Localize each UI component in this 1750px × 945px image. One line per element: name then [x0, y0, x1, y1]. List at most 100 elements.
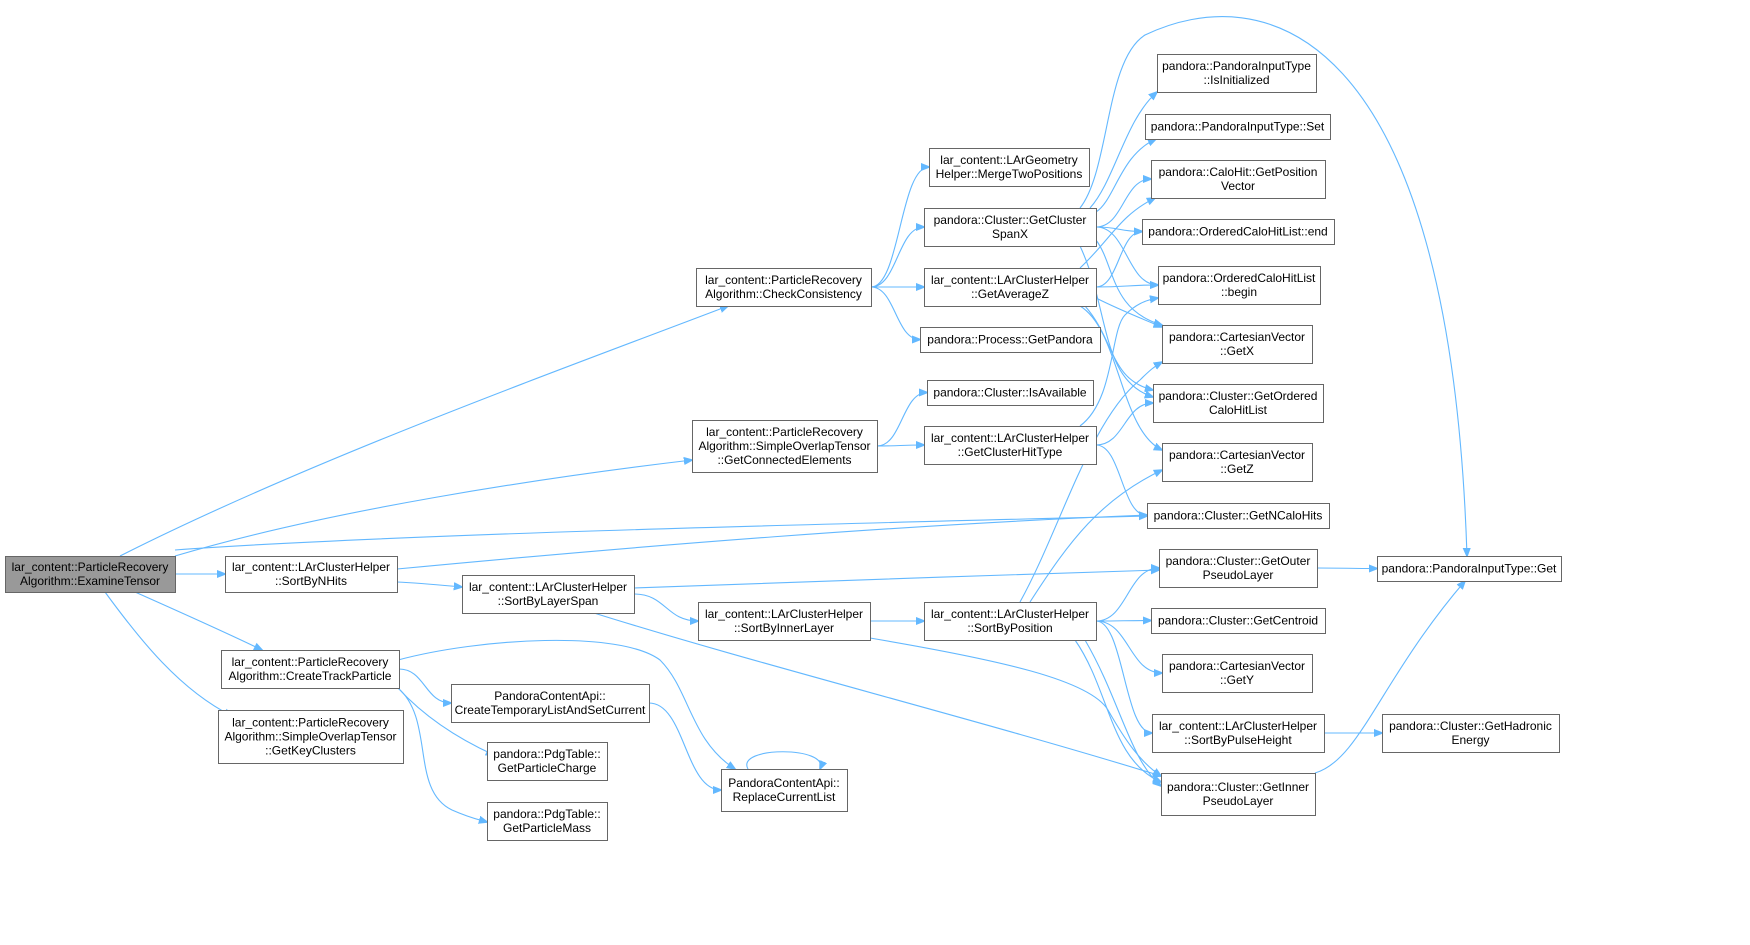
edge-path [397, 687, 487, 822]
node-sortinner[interactable]: lar_content::LArClusterHelper::SortByInn… [698, 602, 871, 641]
node-label-line: ::GetConnectedElements [717, 453, 851, 467]
node-end[interactable]: pandora::OrderedCaloHitList::end [1142, 219, 1335, 245]
node-centroid[interactable]: pandora::Cluster::GetCentroid [1151, 608, 1326, 634]
node-label-line: ::GetX [1220, 344, 1254, 358]
node-box [218, 710, 404, 764]
edge-replace-to-replace [746, 751, 821, 769]
node-getkey[interactable]: lar_content::ParticleRecoveryAlgorithm::… [218, 710, 404, 764]
node-label-line: ::GetAverageZ [971, 287, 1049, 301]
node-merge[interactable]: lar_content::LArGeometryHelper::MergeTwo… [929, 148, 1090, 187]
node-pulse[interactable]: lar_content::LArClusterHelper::SortByPul… [1152, 714, 1325, 753]
node-isavail[interactable]: pandora::Cluster::IsAvailable [927, 380, 1094, 406]
node-label-line: lar_content::LArClusterHelper [931, 607, 1089, 621]
edge-inner-to-get [1314, 581, 1465, 774]
edge-path [648, 702, 721, 790]
edge-sortpos-to-pulse [1095, 620, 1152, 733]
node-isinit[interactable]: pandora::PandoraInputType::IsInitialized [1157, 54, 1317, 93]
edge-path [1019, 362, 1162, 603]
node-box [1382, 714, 1560, 753]
edge-path [398, 668, 451, 703]
node-box [462, 575, 635, 614]
node-label-line: pandora::Cluster::GetNCaloHits [1154, 509, 1323, 523]
node-get[interactable]: pandora::PandoraInputType::Get [1377, 556, 1562, 582]
node-getz[interactable]: pandora::CartesianVector::GetZ [1162, 443, 1313, 482]
node-box [924, 208, 1097, 247]
node-label-line: ::IsInitialized [1203, 73, 1269, 87]
edge-path [174, 460, 692, 557]
node-label-line: lar_content::LArClusterHelper [705, 607, 863, 621]
node-label-line: CreateTemporaryListAndSetCurrent [455, 703, 646, 717]
edge-sortbynhits-to-sortlayerspan [396, 581, 462, 587]
edge-hittype-to-ordered [1095, 403, 1153, 446]
edge-check-to-getpandora [870, 286, 920, 340]
node-check[interactable]: lar_content::ParticleRecoveryAlgorithm::… [696, 268, 872, 307]
edge-examine-to-getconn [174, 460, 692, 557]
node-avgz[interactable]: lar_content::LArClusterHelper::GetAverag… [924, 268, 1097, 307]
edge-path [1095, 621, 1151, 622]
edge-createtrack-to-mass [397, 687, 487, 822]
edge-path [119, 306, 728, 557]
node-label-line: GetParticleMass [503, 821, 591, 835]
node-box [1159, 549, 1318, 588]
edge-hittype-to-begin [1079, 298, 1158, 427]
node-set[interactable]: pandora::PandoraInputType::Set [1145, 114, 1331, 140]
edge-createtrack-to-replace [397, 639, 735, 769]
edge-path [396, 581, 462, 587]
edge-path [593, 612, 1161, 776]
node-examine[interactable]: lar_content::ParticleRecoveryAlgorithm::… [5, 556, 176, 593]
node-getx[interactable]: pandora::CartesianVector::GetX [1162, 325, 1313, 364]
node-label-line: lar_content::LArClusterHelper [469, 580, 627, 594]
node-label-line: pandora::PandoraInputType::Get [1382, 562, 1557, 576]
node-label-line: ::SortByLayerSpan [498, 594, 599, 608]
node-label-line: lar_content::ParticleRecovery [12, 560, 169, 574]
node-gety[interactable]: pandora::CartesianVector::GetY [1162, 654, 1313, 693]
node-replace[interactable]: PandoraContentApi::ReplaceCurrentList [721, 769, 848, 812]
node-box [1142, 219, 1335, 245]
node-box [1145, 114, 1331, 140]
edge-examine-to-check [119, 306, 728, 557]
edge-getconn-to-hittype [876, 445, 924, 446]
node-ncalo[interactable]: pandora::Cluster::GetNCaloHits [1147, 503, 1330, 529]
edge-sortpos-to-getx [1019, 362, 1162, 603]
node-label-line: pandora::Cluster::GetHadronic [1389, 719, 1552, 733]
node-label-line: lar_content::LArClusterHelper [1159, 719, 1317, 733]
node-createtemp[interactable]: PandoraContentApi::CreateTemporaryListAn… [451, 684, 650, 723]
node-label-line: ::begin [1221, 285, 1257, 299]
node-box [1151, 160, 1326, 199]
node-hittype[interactable]: lar_content::LArClusterHelper::GetCluste… [924, 426, 1097, 465]
node-box [451, 684, 650, 723]
edge-avgz-to-begin [1095, 285, 1158, 287]
node-box [1162, 654, 1313, 693]
node-getpandora[interactable]: pandora::Process::GetPandora [920, 327, 1101, 353]
edge-path [1095, 403, 1153, 446]
node-sortlayerspan[interactable]: lar_content::LArClusterHelper::SortByLay… [462, 575, 635, 614]
edge-spanx-to-begin [1095, 226, 1158, 285]
node-box [692, 420, 878, 473]
node-mass[interactable]: pandora::PdgTable::GetParticleMass [487, 802, 608, 841]
node-label-line: pandora::PdgTable:: [493, 747, 600, 761]
edge-examine-to-createtrack [134, 591, 262, 650]
edge-path [1095, 226, 1158, 285]
node-box [929, 148, 1090, 187]
edge-avgz-to-getx [1095, 297, 1162, 327]
node-label-line: SpanX [992, 227, 1028, 241]
node-sortpos[interactable]: lar_content::LArClusterHelper::SortByPos… [924, 602, 1097, 641]
node-sortbynhits[interactable]: lar_content::LArClusterHelper::SortByNHi… [225, 556, 398, 593]
node-box [1162, 325, 1313, 364]
node-getconn[interactable]: lar_content::ParticleRecoveryAlgorithm::… [692, 420, 878, 473]
node-label-line: ::GetZ [1220, 462, 1253, 476]
edge-sortpos-to-getz [1029, 470, 1162, 603]
node-label-line: Algorithm::ExamineTensor [20, 574, 160, 588]
node-label-line: pandora::OrderedCaloHitList::end [1148, 225, 1327, 239]
node-label-line: pandora::PandoraInputType::Set [1151, 120, 1325, 134]
node-begin[interactable]: pandora::OrderedCaloHitList::begin [1158, 266, 1321, 305]
node-createtrack[interactable]: lar_content::ParticleRecoveryAlgorithm::… [221, 650, 400, 689]
node-charge[interactable]: pandora::PdgTable::GetParticleCharge [487, 742, 608, 781]
node-label-line: pandora::CartesianVector [1169, 448, 1305, 462]
